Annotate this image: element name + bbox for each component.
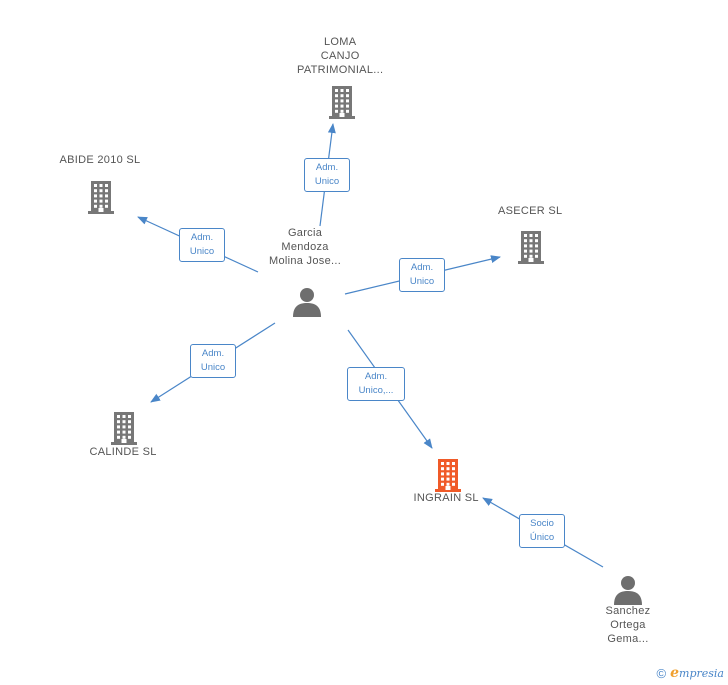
node-label-ingrain[interactable]: INGRAIN SL <box>414 491 479 505</box>
building-icon[interactable] <box>86 180 116 219</box>
building-icon[interactable] <box>433 458 463 497</box>
edge-label-garcia-asecer[interactable]: Adm. Unico <box>399 258 445 292</box>
node-label-line: Sanchez <box>605 605 651 617</box>
edge-label-garcia-abide[interactable]: Adm. Unico <box>179 228 225 262</box>
edge-label-line: Unico <box>314 176 340 187</box>
building-icon[interactable] <box>109 411 139 450</box>
node-label-line: Molina Jose... <box>269 255 342 267</box>
edge-label-garcia-ingrain[interactable]: Adm. Unico,... <box>347 367 405 401</box>
person-icon[interactable] <box>613 575 643 610</box>
edge-label-line: Unico,... <box>358 385 394 396</box>
node-label-line: CALINDE SL <box>89 446 157 458</box>
edge-label-garcia-calinde[interactable]: Adm. Unico <box>190 344 236 378</box>
copyright-icon: © <box>656 665 667 681</box>
person-icon[interactable] <box>292 287 322 322</box>
edge-label-line: Adm. <box>315 162 339 173</box>
node-label-line: ABIDE 2010 SL <box>59 154 141 166</box>
node-label-line: ASECER SL <box>498 205 563 217</box>
footer-brand: © empresia <box>657 665 724 681</box>
edge-label-line: Socio <box>530 518 554 529</box>
edge-label-line: Adm. <box>364 371 388 382</box>
building-icon[interactable] <box>327 85 357 124</box>
edge-label-line: Único <box>529 532 555 543</box>
building-icon[interactable] <box>516 230 546 269</box>
node-label-line: INGRAIN SL <box>413 492 479 504</box>
edge-label-line: Adm. <box>201 348 225 359</box>
node-label-abide[interactable]: ABIDE 2010 SL <box>60 153 141 167</box>
edge-label-line: Unico <box>200 362 226 373</box>
node-label-asecer[interactable]: ASECER SL <box>498 204 562 218</box>
node-label-line: Garcia <box>287 227 323 239</box>
node-label-line: Gema... <box>607 633 649 645</box>
node-label-line: Ortega <box>610 619 646 631</box>
edge-label-line: Unico <box>189 246 215 257</box>
brand-logo: empresia <box>670 665 724 681</box>
node-label-line: LOMA <box>323 36 357 48</box>
edge-label-line: Adm. <box>190 232 214 243</box>
edge-label-line: Adm. <box>410 262 434 273</box>
node-label-loma[interactable]: LOMA CANJO PATRIMONIAL... <box>297 35 383 77</box>
edge-label-garcia-loma[interactable]: Adm. Unico <box>304 158 350 192</box>
node-label-line: CANJO <box>320 50 360 62</box>
node-label-line: PATRIMONIAL... <box>297 64 384 76</box>
node-label-line: Mendoza <box>281 241 329 253</box>
edge-label-line: Unico <box>409 276 435 287</box>
node-label-calinde[interactable]: CALINDE SL <box>90 445 157 459</box>
